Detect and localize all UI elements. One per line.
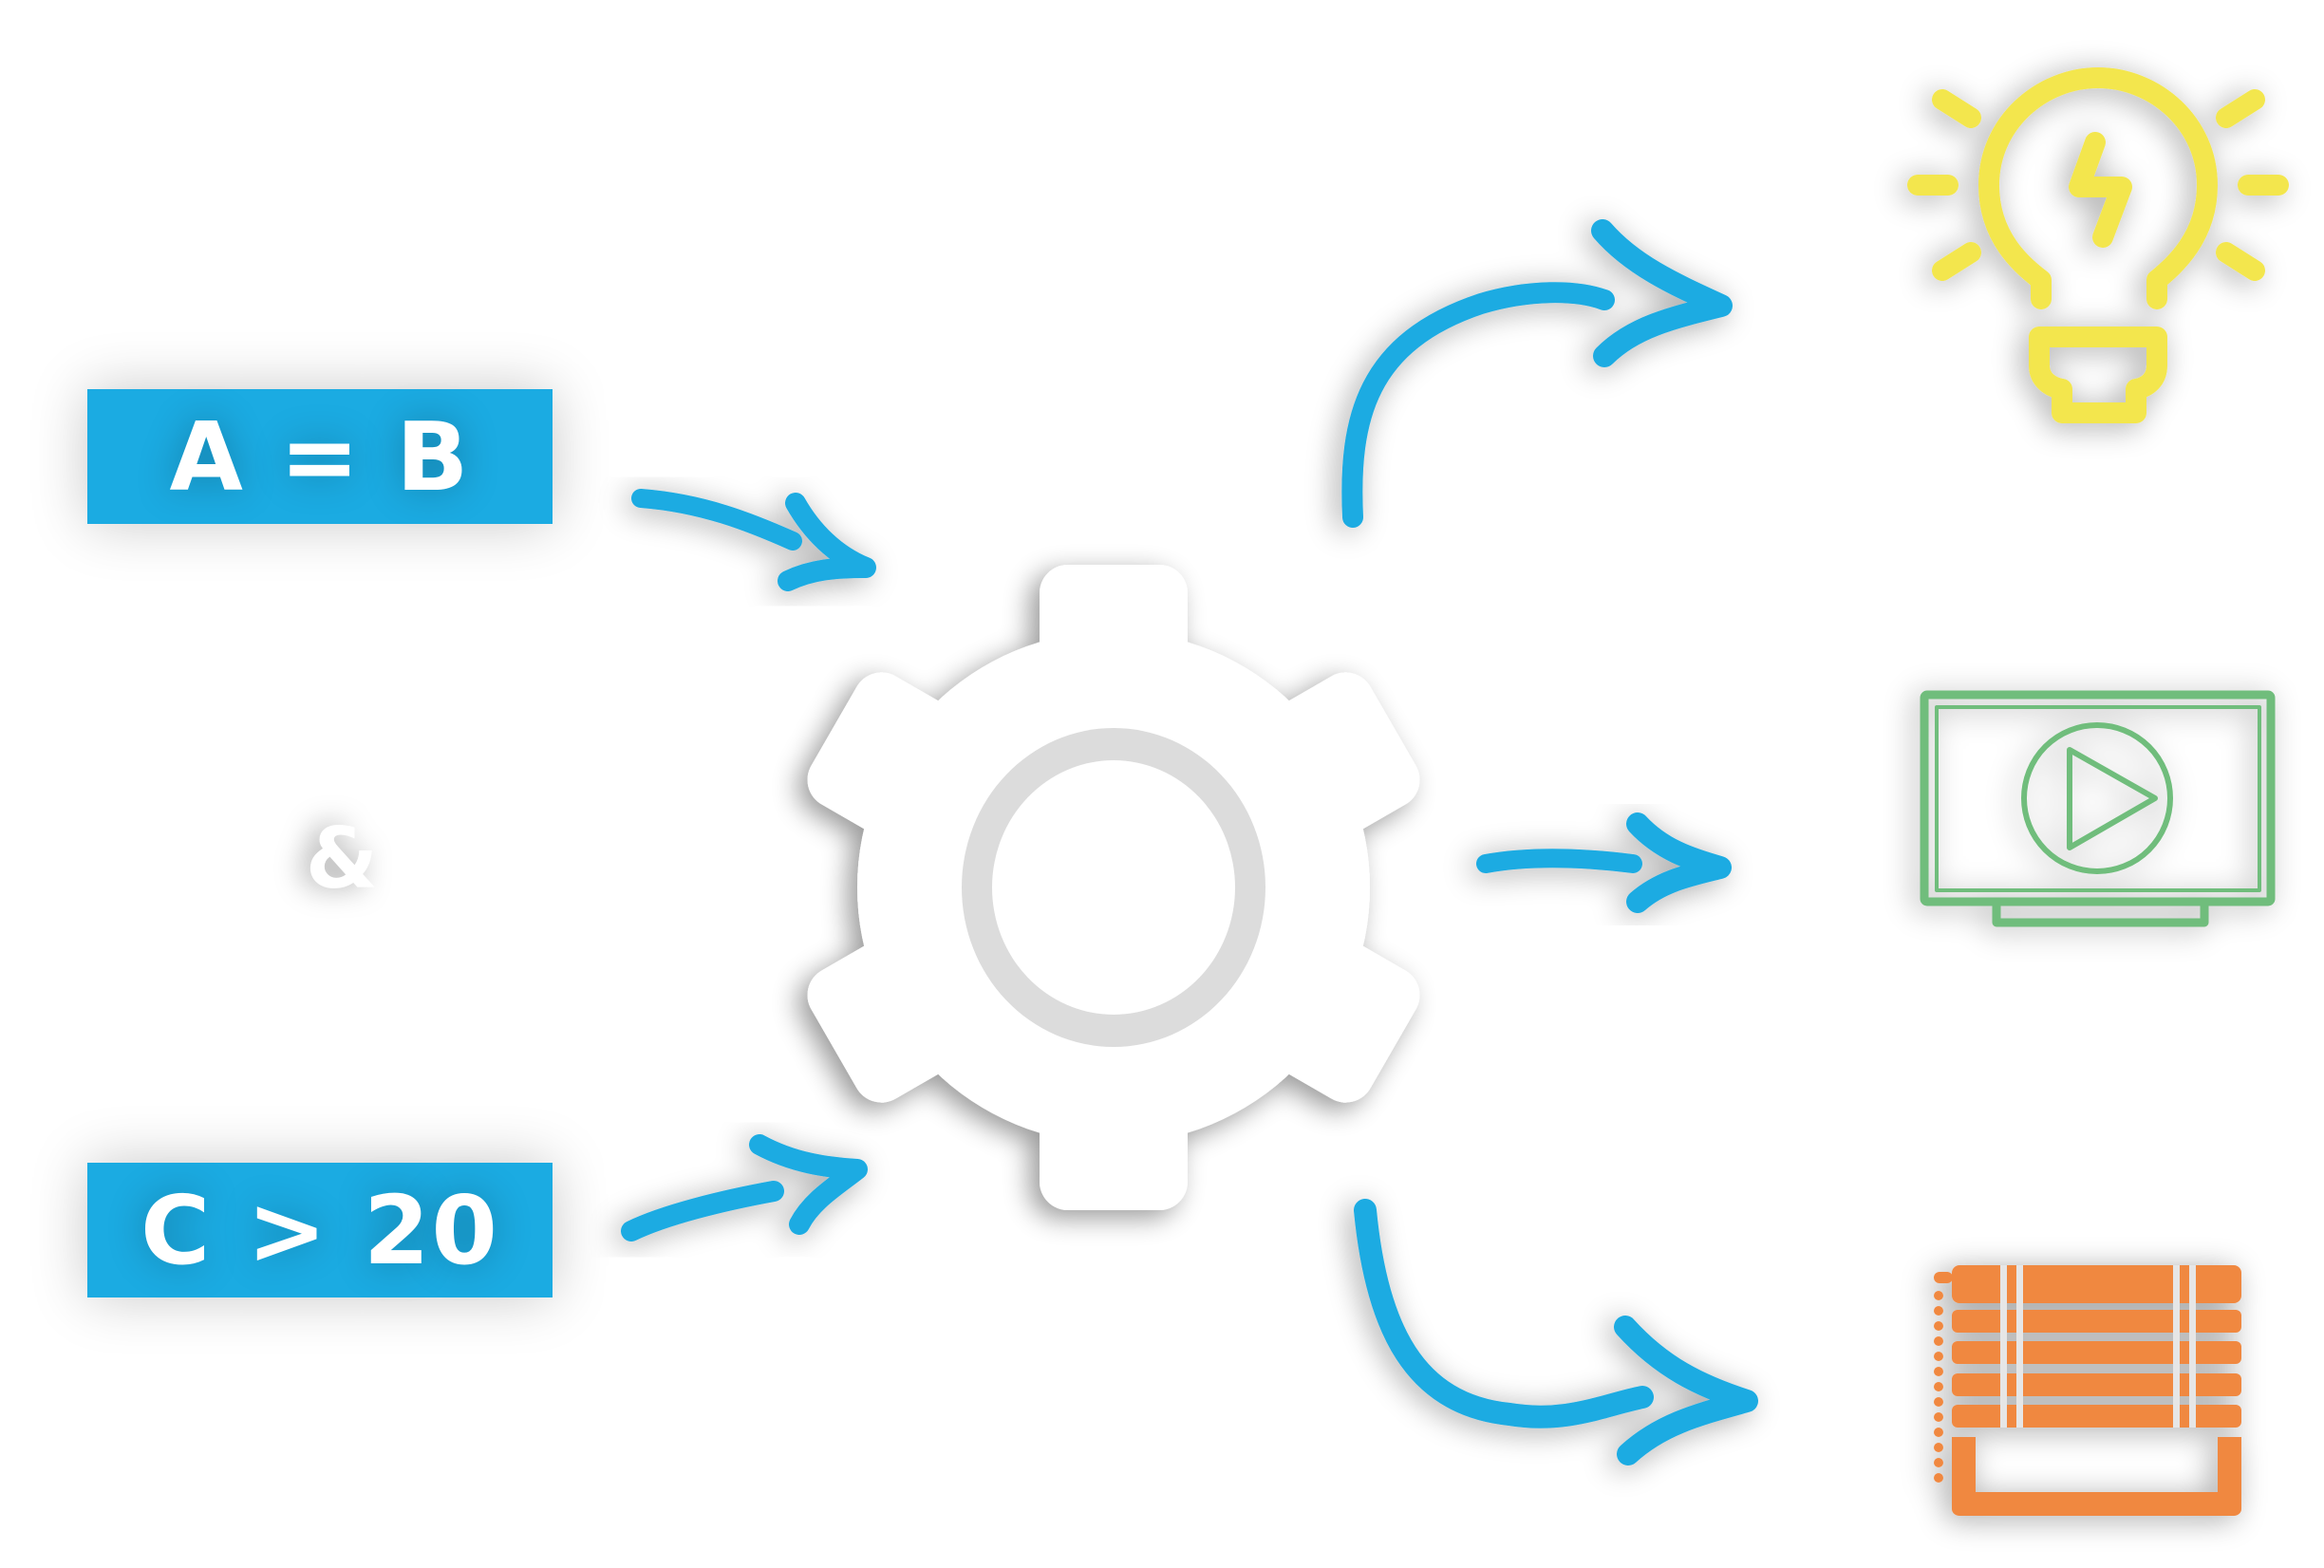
arrow-gear-to-tv bbox=[1476, 812, 1732, 913]
arrow-a-to-gear bbox=[631, 489, 876, 591]
arrow-c-to-gear bbox=[621, 1134, 868, 1241]
condition-box-c-greater-20: C > 20 bbox=[87, 1163, 553, 1297]
tv-play-icon bbox=[1920, 690, 2276, 927]
gear-hole bbox=[962, 728, 1265, 1047]
blinds-dividers bbox=[2000, 1265, 2196, 1428]
lightbulb-icon bbox=[1907, 67, 2289, 423]
condition-label: C > 20 bbox=[141, 1174, 499, 1286]
condition-box-a-equals-b: A = B bbox=[87, 389, 553, 524]
arrow-gear-to-blinds bbox=[1354, 1199, 1758, 1465]
and-connector: & bbox=[305, 810, 379, 907]
condition-label: A = B bbox=[169, 401, 471, 513]
blinds-chain bbox=[1934, 1291, 1943, 1483]
window-blinds-icon bbox=[1934, 1265, 2241, 1516]
arrow-gear-to-lightbulb bbox=[1341, 219, 1733, 528]
